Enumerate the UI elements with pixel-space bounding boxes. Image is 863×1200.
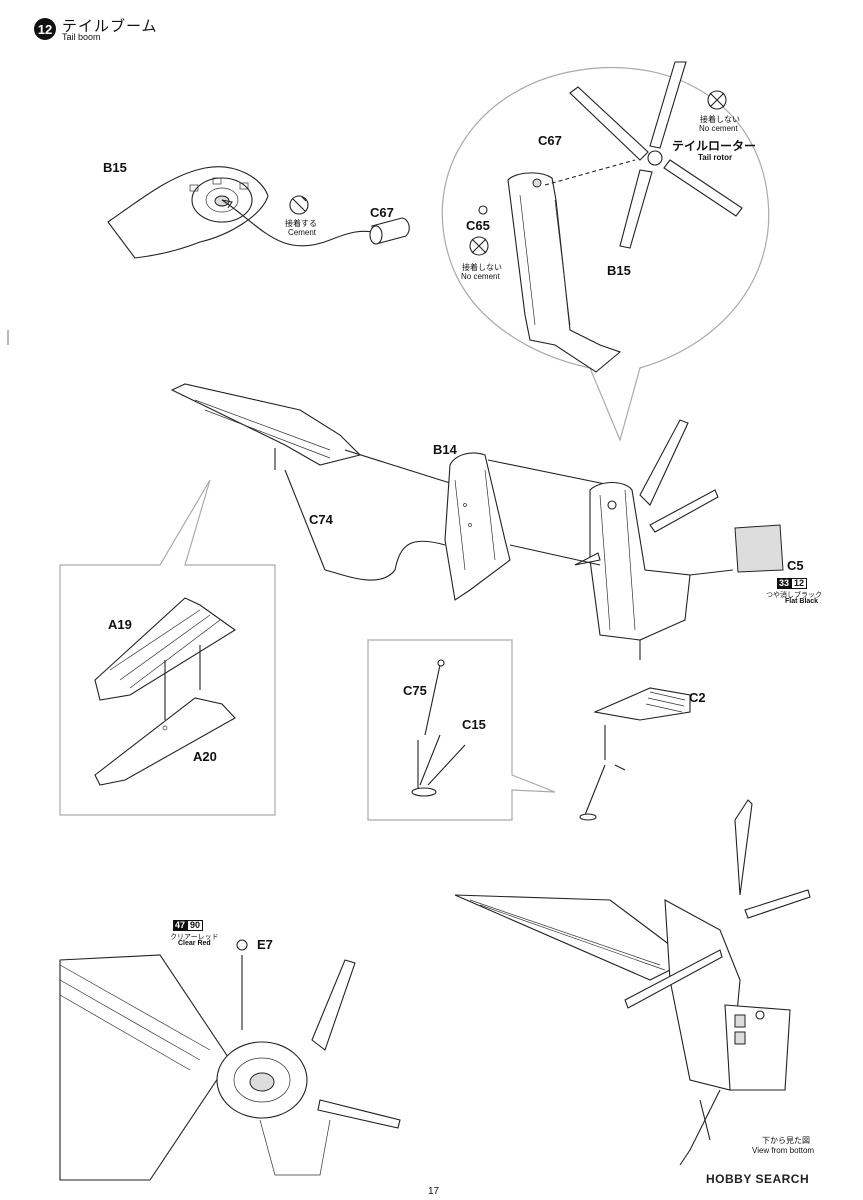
tail-rotor-label-jp: テイルローター: [672, 139, 757, 153]
label-c67-left: C67: [370, 205, 394, 220]
paint-clear-red-en: Clear Red: [178, 940, 211, 947]
cement-note-en: Cement: [288, 228, 317, 237]
bottom-view-caption-en: View from bottom: [752, 1146, 815, 1155]
no-cement-icon-2: [469, 236, 489, 256]
tail-rotor-label-en: Tail rotor: [698, 153, 733, 162]
watermark: HOBBY SEARCH: [706, 1172, 810, 1186]
stabilizer-wing-drawing: [170, 383, 451, 571]
step-number-badge: 12: [34, 18, 56, 40]
paint-code-a: 47: [173, 920, 188, 931]
cement-icon: [289, 195, 309, 215]
label-e7: E7: [257, 937, 273, 952]
paint-code-b: 90: [187, 920, 204, 931]
paint-code-a: 33: [777, 578, 792, 589]
label-c67-circle: C67: [538, 133, 562, 148]
label-c2: C2: [689, 690, 706, 705]
cement-note-jp: 接着する: [285, 219, 317, 228]
no-cement-icon-1: [707, 90, 727, 110]
label-c15: C15: [462, 717, 486, 732]
bottom-view-drawing: [454, 799, 811, 1166]
label-a19: A19: [108, 617, 132, 632]
paint-clear-red: 47 90: [173, 920, 204, 931]
label-c65: C65: [466, 218, 490, 233]
tail-rotor-drawing: [569, 61, 743, 249]
label-a20: A20: [193, 749, 217, 764]
label-b14: B14: [433, 442, 457, 457]
c75-c15-drawing: [411, 659, 466, 797]
a19-a20-drawing: [94, 597, 236, 786]
label-c75: C75: [403, 683, 427, 698]
step-title-jp: テイルブーム: [62, 18, 158, 35]
c2-part-drawing: [579, 687, 691, 821]
no-cement-note-1-jp: 接着しない: [700, 115, 740, 124]
no-cement-note-2-en: No cement: [461, 272, 500, 281]
b15-tail-end-drawing: [107, 166, 373, 259]
label-b15-top: B15: [103, 160, 127, 175]
c67-part-drawing: [369, 217, 410, 245]
paint-clear-red-jp: クリアーレッド: [170, 934, 219, 941]
rotor-hub-closeup-drawing: [59, 939, 401, 1181]
paint-flat-black-jp: つや消しブラック: [766, 592, 822, 599]
no-cement-note-1-en: No cement: [699, 124, 738, 133]
b14-tail-fin-drawing: [444, 452, 611, 601]
bottom-view-caption-jp: 下から見た図: [762, 1136, 810, 1145]
label-c74: C74: [309, 512, 333, 527]
page-number: 17: [428, 1186, 440, 1197]
label-c5: C5: [787, 558, 804, 573]
no-cement-note-2-jp: 接着しない: [462, 263, 502, 272]
label-b15-circle: B15: [607, 263, 631, 278]
main-fin-drawing: [509, 419, 719, 660]
paint-flat-black: 33 12: [777, 578, 808, 589]
c5-part-drawing: [689, 524, 784, 576]
step-title-en: Tail boom: [62, 32, 101, 42]
paint-code-b: 12: [791, 578, 808, 589]
b15-tail-fin-detail: [478, 159, 636, 373]
paint-flat-black-en: Flat Black: [785, 598, 819, 605]
